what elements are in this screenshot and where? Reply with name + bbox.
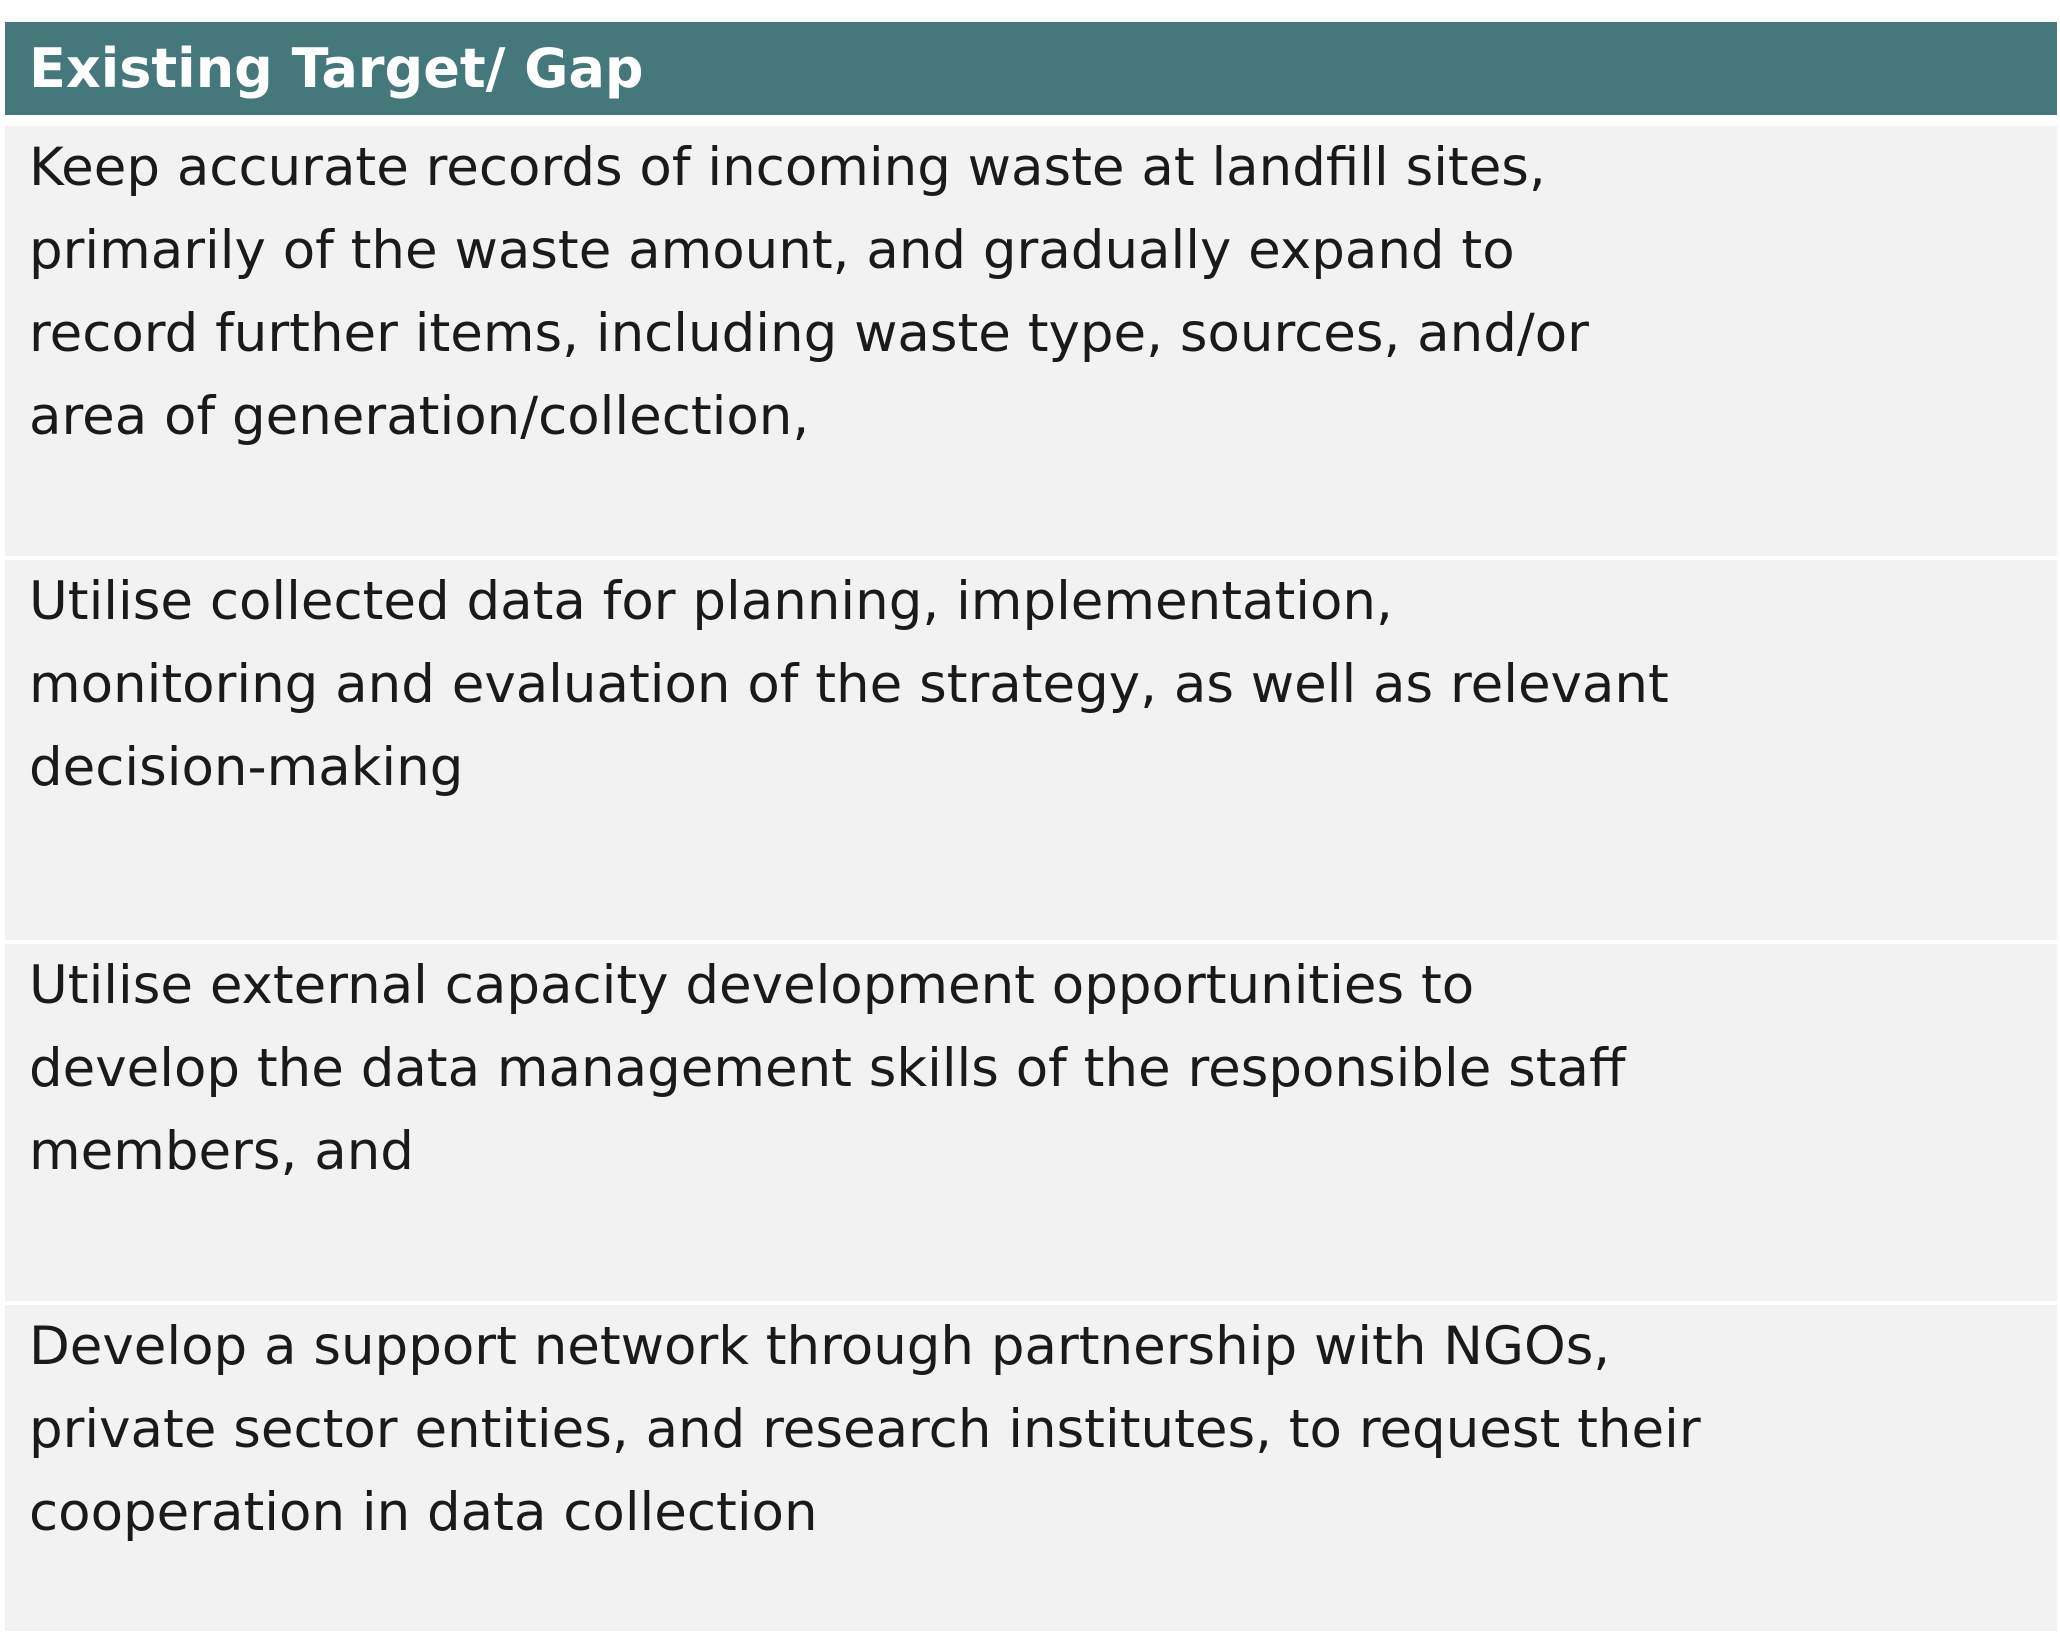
gap-table: Existing Target/ Gap Keep accurate recor… [5, 22, 2057, 1635]
row-text-line: Utilise external capacity development op… [29, 955, 1475, 1016]
row-text-line: Keep accurate records of incoming waste … [29, 137, 1546, 198]
table-header: Existing Target/ Gap [5, 22, 2057, 115]
row-text-line: decision-making [29, 737, 464, 798]
table-row: Utilise collected data for planning, imp… [5, 560, 2057, 940]
table-row: Utilise external capacity development op… [5, 944, 2057, 1301]
row-text-line: members, and [29, 1121, 414, 1182]
row-text-line: Utilise collected data for planning, imp… [29, 571, 1393, 632]
row-text-line: cooperation in data collection [29, 1482, 818, 1543]
row-text-line: primarily of the waste amount, and gradu… [29, 220, 1515, 281]
table-row: Develop a support network through partne… [5, 1305, 2057, 1631]
row-text-line: develop the data management skills of th… [29, 1038, 1626, 1099]
row-text-line: monitoring and evaluation of the strateg… [29, 654, 1669, 715]
table-row: Keep accurate records of incoming waste … [5, 126, 2057, 556]
row-text-line: area of generation/collection, [29, 386, 810, 447]
row-text-line: record further items, including waste ty… [29, 303, 1589, 364]
row-text-line: Develop a support network through partne… [29, 1316, 1611, 1377]
row-text-line: private sector entities, and research in… [29, 1399, 1701, 1460]
